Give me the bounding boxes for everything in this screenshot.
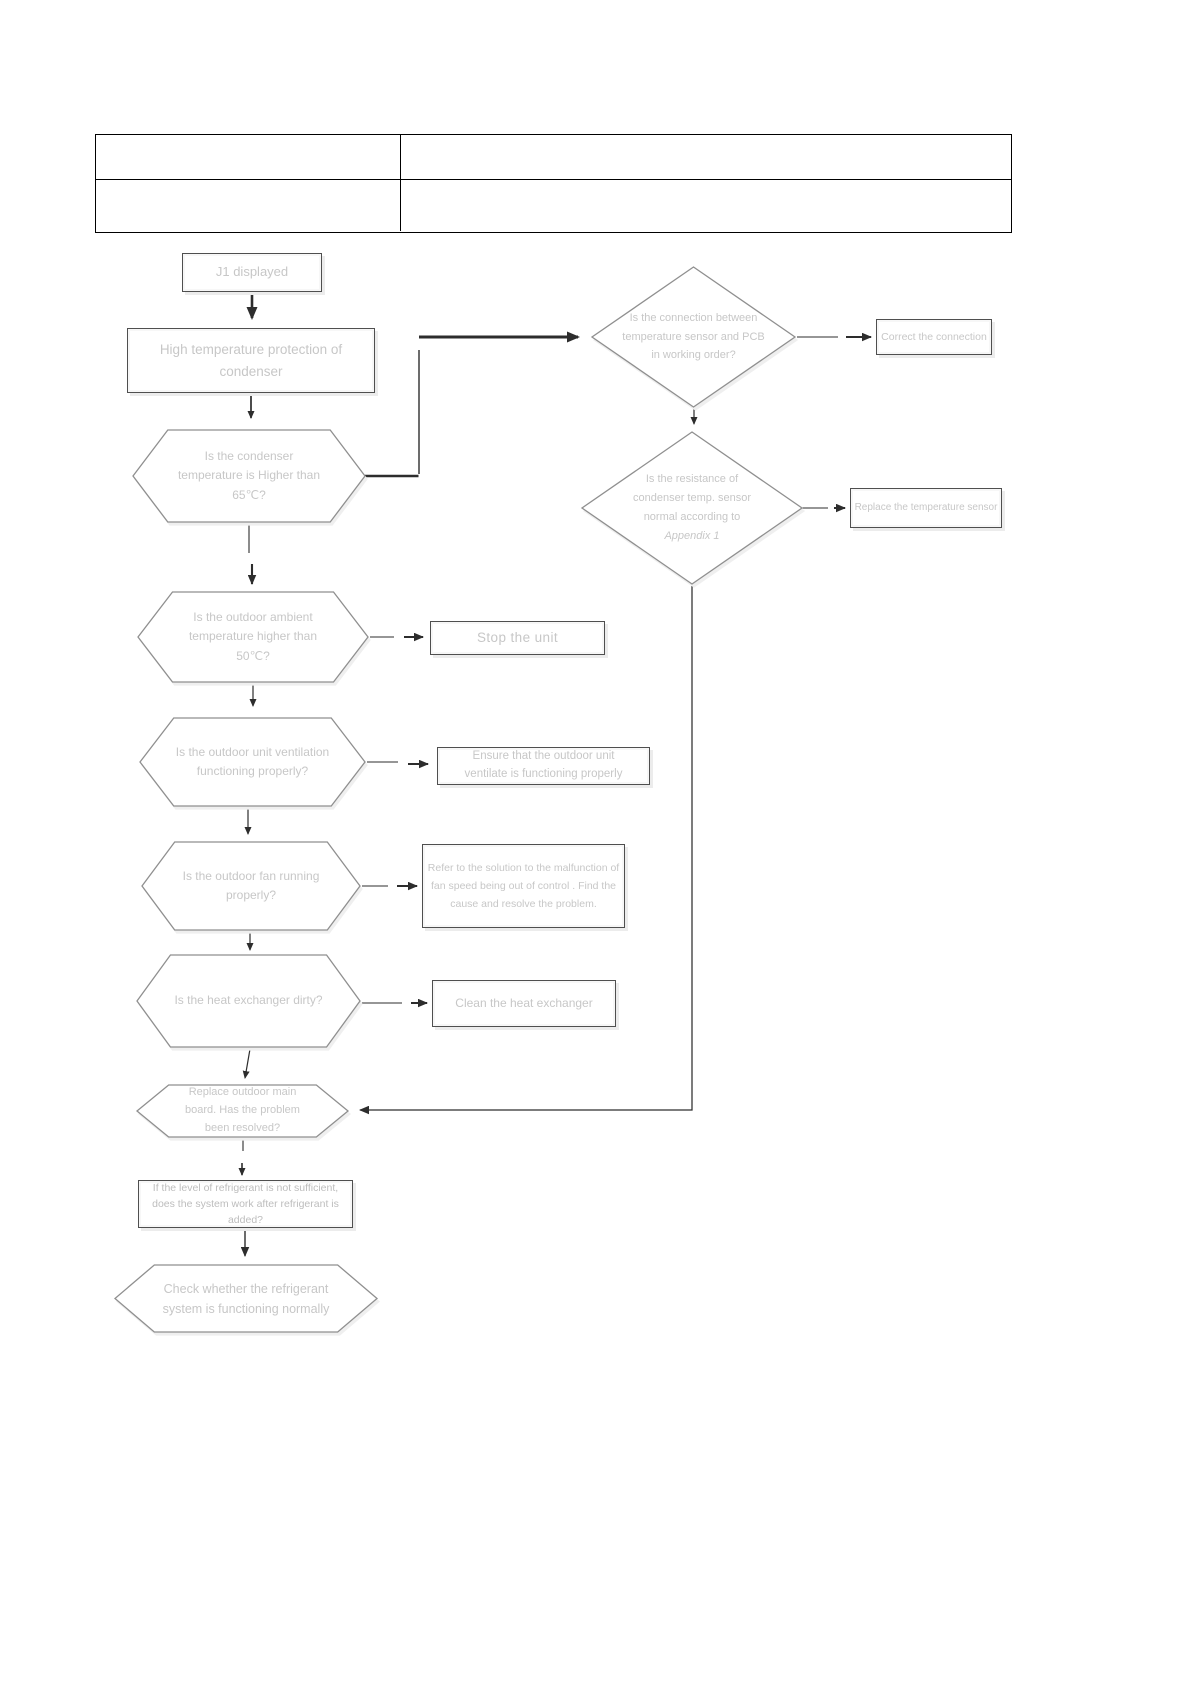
node-label: Replace outdoor main board. Has the prob… — [185, 1086, 300, 1134]
node-label: Clean the heat exchanger — [455, 995, 593, 1010]
flow-node-fan-speed-solution: Refer to the solution to the malfunction… — [422, 844, 625, 928]
node-label: Is the resistance of condenser temp. sen… — [632, 473, 751, 542]
flow-node-correct-connection: Correct the connection — [876, 319, 992, 355]
flow-node-sensor-resistance-question: Is the resistance of condenser temp. sen… — [582, 432, 802, 584]
hexagon-shape — [137, 955, 360, 1047]
flow-node-j1-displayed: J1 displayed — [182, 253, 322, 292]
node-label: Correct the connection — [881, 330, 987, 343]
node-label: Refer to the solution to the malfunction… — [427, 861, 620, 911]
flow-node-ventilation-question: Is the outdoor unit ventilation function… — [140, 718, 365, 806]
node-label: Stop the unit — [476, 630, 558, 646]
flow-node-clean-heat-exchanger: Clean the heat exchanger — [432, 980, 616, 1027]
hexagon-shape — [115, 1265, 377, 1332]
flow-node-high-temp-protection: High temperature protection of condenser — [127, 328, 375, 393]
node-label: Check whether the refrigerant system is … — [162, 1281, 330, 1316]
hexagon-shape — [138, 592, 368, 682]
flow-node-fan-question: Is the outdoor fan running properly? — [142, 842, 360, 930]
table-cell — [96, 135, 401, 179]
flow-node-stop-unit: Stop the unit — [430, 621, 605, 655]
diamond-shape — [582, 432, 802, 584]
node-label: J1 displayed — [215, 264, 289, 280]
flow-node-ambient-temp-question: Is the outdoor ambient temperature highe… — [138, 592, 368, 682]
hexagon-shape — [140, 718, 365, 806]
flow-node-replace-sensor: Replace the temperature sensor — [850, 488, 1002, 528]
hexagon-shape — [133, 430, 365, 522]
connector-dirty-to-mainboard — [242, 1048, 251, 1079]
flow-node-condenser-temp-question: Is the condenser temperature is Higher t… — [133, 430, 365, 522]
node-label: Is the connection between temperature se… — [622, 311, 765, 362]
hexagon-shape — [142, 842, 360, 930]
flow-node-sensor-connection-question: Is the connection between temperature se… — [592, 267, 795, 407]
table-cell — [96, 180, 401, 231]
node-label: High temperature protection of condenser — [159, 341, 343, 379]
hexagon-shape — [137, 1085, 348, 1137]
flow-node-heat-exchanger-question: Is the heat exchanger dirty? — [137, 955, 360, 1047]
flow-node-refrigerant-question: If the level of refrigerant is not suffi… — [138, 1180, 353, 1228]
node-label: Is the outdoor unit ventilation function… — [175, 744, 330, 778]
node-label: If the level of refrigerant is not suffi… — [152, 1181, 339, 1227]
diamond-shape — [592, 267, 795, 407]
node-label: Is the outdoor fan running properly? — [182, 868, 320, 902]
node-label: Is the heat exchanger dirty? — [174, 993, 323, 1008]
flow-node-check-refrigerant-system: Check whether the refrigerant system is … — [115, 1265, 377, 1332]
node-label: Is the condenser temperature is Higher t… — [177, 449, 321, 502]
connector-diamond2-return-to-mainboard — [359, 586, 693, 1115]
appendix-reference: Appendix 1 — [664, 529, 720, 542]
node-label: Replace the temperature sensor — [854, 502, 998, 513]
node-label: Ensure that the outdoor unit ventilate i… — [464, 750, 623, 780]
header-table — [95, 134, 1012, 233]
flow-node-ensure-ventilation: Ensure that the outdoor unit ventilate i… — [437, 747, 650, 785]
node-label: Is the outdoor ambient temperature highe… — [188, 610, 318, 663]
flow-node-replace-mainboard-question: Replace outdoor main board. Has the prob… — [137, 1085, 348, 1137]
